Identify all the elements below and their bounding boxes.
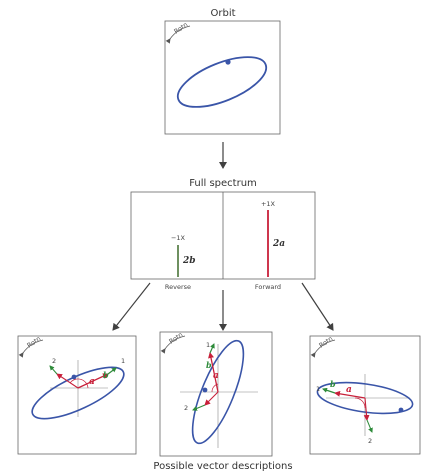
forward-label: Forward bbox=[255, 283, 281, 291]
forward-tick-label: +1X bbox=[261, 200, 276, 208]
flow-arrow-right bbox=[301, 282, 334, 331]
vector-a-label: a bbox=[89, 377, 95, 387]
position-1-label: 1 bbox=[316, 385, 320, 393]
reverse-vector-b bbox=[322, 387, 336, 394]
orbit-keyphasor-dot bbox=[398, 407, 404, 413]
reverse-vector-b bbox=[209, 343, 215, 354]
vector-b-label: b bbox=[330, 379, 336, 389]
vector-panel-middle: Rotn a b 1 2 bbox=[159, 331, 273, 457]
orbit-keyphasor-dot bbox=[71, 374, 77, 380]
orbit-ellipse bbox=[191, 339, 245, 445]
orbit-title: Orbit bbox=[210, 8, 235, 19]
forward-magnitude-label: 2a bbox=[272, 239, 285, 249]
vector-b-label: b bbox=[103, 370, 109, 380]
vector-b-label: b bbox=[206, 360, 212, 370]
orbit-ellipse bbox=[31, 366, 125, 420]
spectrum-panel: −1X +1X 2b 2a bbox=[130, 191, 316, 280]
orbit-keyphasor-dot bbox=[202, 387, 208, 393]
reverse-label: Reverse bbox=[165, 283, 191, 291]
vector-panel-left: Rotn a b 1 2 bbox=[17, 335, 137, 455]
orbit-keyphasor-dot bbox=[225, 59, 231, 65]
full-spectrum-title: Full spectrum bbox=[189, 178, 257, 189]
orbit-ellipse bbox=[176, 56, 268, 108]
position-2-label: 2 bbox=[184, 404, 188, 412]
forward-vector-a bbox=[208, 352, 219, 393]
flow-arrow-left bbox=[112, 282, 151, 331]
reverse-vector-b bbox=[107, 367, 117, 375]
forward-vector-a bbox=[77, 373, 109, 389]
orbit-panel: Rotn bbox=[164, 21, 281, 135]
orbit-ellipse bbox=[316, 381, 414, 415]
vector-panel-right: Rotn a b 1 2 bbox=[309, 335, 421, 455]
position-1-label: 1 bbox=[121, 357, 125, 365]
reverse-magnitude-label: 2b bbox=[182, 256, 196, 266]
position-2-label: 2 bbox=[52, 357, 56, 365]
vector-a-label: a bbox=[213, 371, 219, 381]
possible-vector-descriptions-caption: Possible vector descriptions bbox=[153, 461, 292, 472]
forward-vector-a bbox=[334, 390, 366, 399]
reverse-tick-label: −1X bbox=[171, 234, 186, 242]
vector-a-label: a bbox=[346, 385, 352, 395]
position-2-label: 2 bbox=[368, 437, 372, 445]
position-1-label: 1 bbox=[206, 341, 210, 349]
